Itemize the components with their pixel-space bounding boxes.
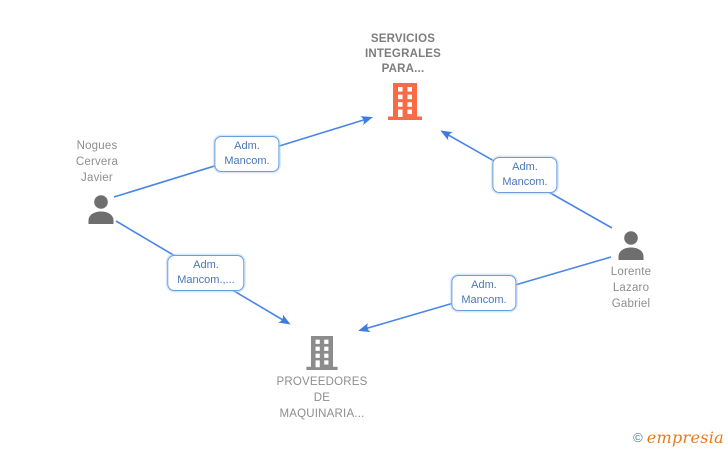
edge-label-right-to-bottom[interactable]: Adm. Mancom.: [451, 275, 517, 311]
node-label-left-person[interactable]: Nogues Cervera Javier: [57, 138, 137, 186]
edge-label-left-to-top[interactable]: Adm. Mancom.: [214, 136, 280, 172]
edge-label-line: Mancom.,...: [177, 273, 235, 286]
copyright-icon: ©: [633, 430, 643, 445]
person-icon[interactable]: [87, 195, 115, 224]
left-person-name-line: Cervera: [75, 156, 119, 168]
node-label-bottom-company[interactable]: PROVEEDORES DE MAQUINARIA...: [262, 374, 382, 422]
building-icon[interactable]: [388, 83, 422, 120]
edge-label-line: Mancom.: [502, 175, 548, 188]
bottom-company-name-line: PROVEEDORES: [276, 376, 368, 388]
edge-label-right-to-top[interactable]: Adm. Mancom.: [492, 157, 558, 193]
top-company-name-line: INTEGRALES: [364, 48, 442, 60]
edge-label-line: Adm.: [193, 259, 219, 271]
brand-name: empresia: [646, 428, 724, 447]
right-person-name-line: Lazaro: [612, 282, 650, 294]
top-company-name-line: PARA...: [381, 63, 425, 75]
right-person-name-line: Lorente: [610, 266, 652, 278]
left-person-name-line: Javier: [81, 172, 113, 184]
edge-label-left-to-bottom[interactable]: Adm. Mancom.,...: [167, 255, 245, 291]
top-company-name-line: SERVICIOS: [370, 33, 436, 45]
person-icon[interactable]: [617, 231, 645, 260]
bottom-company-name-line: DE: [313, 392, 331, 404]
bottom-company-name-line: MAQUINARIA...: [279, 408, 365, 420]
edge-label-line: Mancom.: [461, 293, 507, 306]
empresia-logo[interactable]: © empresia: [633, 428, 724, 447]
right-person-name-line: Gabriel: [611, 298, 651, 310]
edge-label-line: Adm.: [471, 279, 497, 291]
node-label-top-company[interactable]: SERVICIOS INTEGRALES PARA...: [343, 32, 463, 77]
node-label-right-person[interactable]: Lorente Lazaro Gabriel: [591, 264, 671, 312]
left-person-name-line: Nogues: [76, 140, 118, 152]
edge-label-line: Adm.: [512, 161, 538, 173]
edge-label-line: Mancom.: [224, 154, 270, 167]
building-icon[interactable]: [306, 336, 338, 370]
edge-label-line: Adm.: [234, 140, 260, 152]
